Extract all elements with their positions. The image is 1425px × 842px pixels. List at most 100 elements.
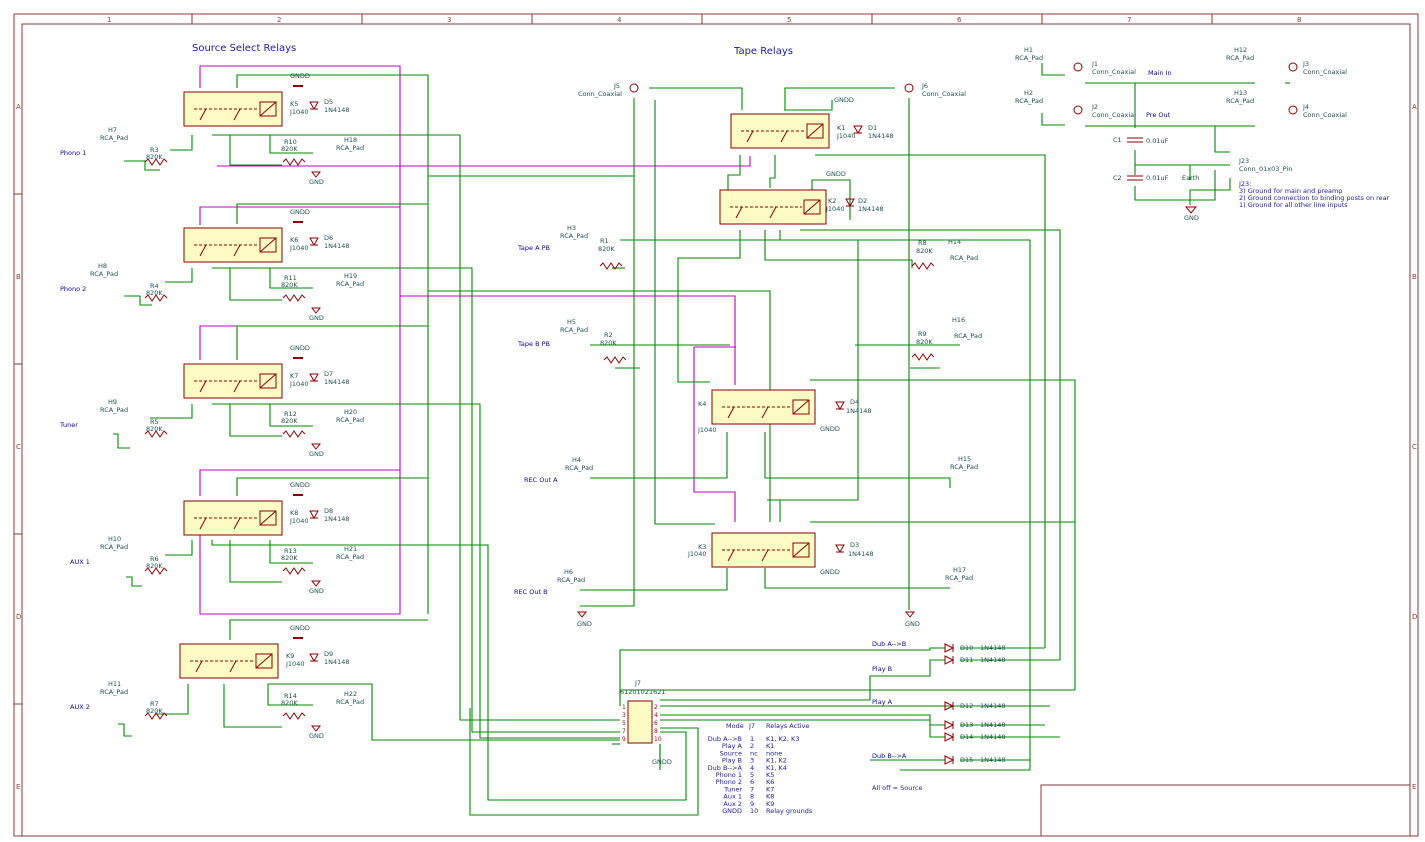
pad-ref-h11: H11 bbox=[108, 680, 121, 688]
mode-row-5-mode: Phono 1 bbox=[716, 771, 742, 779]
gnd-label: GND bbox=[309, 732, 324, 740]
relay-part-k1: J1040 bbox=[836, 132, 855, 140]
resistor-r13 bbox=[282, 567, 306, 575]
inner-frame bbox=[21, 23, 1411, 837]
row-label-right-E: E bbox=[1412, 783, 1416, 791]
mode-row-3-j7: 3 bbox=[750, 757, 754, 765]
gnd-symbol bbox=[904, 611, 916, 618]
col-label-4: 4 bbox=[617, 16, 622, 24]
diode-d7 bbox=[309, 373, 319, 383]
h1-ref: H1 bbox=[1024, 46, 1033, 54]
diode-part-d6: 1N4148 bbox=[324, 242, 350, 250]
pad-ref-h20: H20 bbox=[344, 408, 357, 416]
row-label-B: B bbox=[16, 273, 21, 281]
col-label-3: 3 bbox=[447, 16, 451, 24]
relay-k5 bbox=[183, 91, 283, 127]
row-label-E: E bbox=[16, 783, 20, 791]
resistor-r9 bbox=[911, 353, 935, 361]
h12-part: RCA_Pad bbox=[1226, 54, 1254, 62]
res-ref-r11: R11 bbox=[284, 274, 297, 282]
diode-ref-d8: D8 bbox=[324, 507, 333, 515]
mode-row-0-mode: Dub A-->B bbox=[708, 735, 742, 743]
res-ref-r3: R3 bbox=[150, 146, 159, 154]
diode-d4 bbox=[835, 401, 845, 411]
diode-part-d15: 1N4148 bbox=[980, 756, 1006, 764]
resistor-r10 bbox=[282, 158, 306, 166]
title-block bbox=[1040, 784, 1411, 837]
res-val-r6: 820K bbox=[146, 562, 163, 570]
diode-d11 bbox=[944, 655, 955, 665]
row-label-C: C bbox=[16, 443, 21, 451]
gnd-symbol bbox=[310, 171, 322, 178]
resistor-r8 bbox=[911, 262, 935, 270]
diode-part-d1: 1N4148 bbox=[868, 132, 894, 140]
mode-row-0-relays: K1, K2, K3 bbox=[766, 735, 799, 743]
diode-net-3: Play A bbox=[872, 698, 893, 706]
relay-k6 bbox=[183, 227, 283, 263]
pad-part: RCA_Pad bbox=[557, 576, 585, 584]
relay-part-k2: J1040 bbox=[825, 205, 844, 213]
diode-ref-d5: D5 bbox=[324, 98, 333, 106]
diode-part-d12: 1N4148 bbox=[980, 702, 1006, 710]
row-label-right-D: D bbox=[1412, 613, 1417, 621]
pad-ref-h18: H18 bbox=[344, 136, 357, 144]
diode-d13 bbox=[944, 720, 955, 730]
mode-row-5-j7: 5 bbox=[750, 771, 754, 779]
res-ref-r1: R1 bbox=[600, 237, 609, 245]
gnd-right: GND bbox=[1184, 214, 1199, 222]
mode-note: All off = Source bbox=[872, 784, 922, 792]
input-label-2: Tuner bbox=[59, 421, 78, 429]
res-val-r12: 820K bbox=[281, 417, 298, 425]
j7-gndd: GNDD bbox=[652, 758, 672, 766]
diode-net-2: Play B bbox=[872, 665, 892, 673]
diode-ref-d15: D15 bbox=[960, 756, 973, 764]
relay-ref-k1: K1 bbox=[837, 124, 845, 132]
gndd-label: GNDD bbox=[290, 208, 310, 216]
diode-ref-d4: D4 bbox=[850, 398, 859, 406]
coax-j5 bbox=[629, 83, 639, 93]
mode-row-2-mode: Source bbox=[720, 749, 742, 757]
mode-row-4-relays: K1, K4 bbox=[766, 764, 787, 772]
mode-header-0: Mode bbox=[726, 722, 744, 730]
pad-part: RCA_Pad bbox=[336, 553, 364, 561]
diode-part-d3: 1N4148 bbox=[848, 550, 874, 558]
mode-row-8-mode: Aux 1 bbox=[723, 793, 742, 801]
pad-ref-h9: H9 bbox=[108, 398, 117, 406]
diode-d6 bbox=[309, 237, 319, 247]
col-label-5: 5 bbox=[787, 16, 791, 24]
j7-pin-7: 7 bbox=[622, 728, 626, 735]
res-val-r9: 820K bbox=[916, 338, 933, 346]
mode-row-6-relays: K6 bbox=[766, 778, 774, 786]
j2-part: Conn_Coaxial bbox=[1092, 111, 1136, 119]
relay-ref-k5: K5 bbox=[290, 100, 298, 108]
diode-ref-d14: D14 bbox=[960, 733, 973, 741]
diode-part-d9: 1N4148 bbox=[324, 658, 350, 666]
row-label-D: D bbox=[16, 613, 21, 621]
diode-net-0: Dub A-->B bbox=[872, 640, 906, 648]
res-val-r2: 820K bbox=[600, 339, 617, 347]
relay-ref-k7: K7 bbox=[290, 372, 298, 380]
diode-ref-d11: D11 bbox=[960, 656, 973, 664]
mode-row-10-mode: GNDD bbox=[722, 807, 742, 815]
res-ref-r14: R14 bbox=[284, 692, 297, 700]
j3-ref: J3 bbox=[1302, 60, 1309, 68]
relay-part-k8: J1040 bbox=[289, 517, 308, 525]
relay-k7 bbox=[183, 363, 283, 399]
relay-k2 bbox=[719, 189, 827, 225]
mode-row-8-j7: 8 bbox=[750, 793, 754, 801]
diode-d14 bbox=[944, 732, 955, 742]
pad-ref-h6: H6 bbox=[564, 568, 573, 576]
mode-row-1-mode: Play A bbox=[722, 742, 743, 750]
col-label-7: 7 bbox=[1127, 16, 1131, 24]
row-label-right-A: A bbox=[1412, 103, 1417, 111]
pad-ref-h21: H21 bbox=[344, 545, 357, 553]
diode-net-6: Dub B-->A bbox=[872, 752, 907, 760]
pad-ref-h22: H22 bbox=[344, 690, 357, 698]
mode-row-9-j7: 9 bbox=[750, 800, 754, 808]
diode-d9 bbox=[309, 653, 319, 663]
relay-part-k7: J1040 bbox=[289, 380, 308, 388]
diode-part-d13: 1N4148 bbox=[980, 721, 1006, 729]
tape-input-label-0: Tape A PB bbox=[517, 244, 550, 252]
